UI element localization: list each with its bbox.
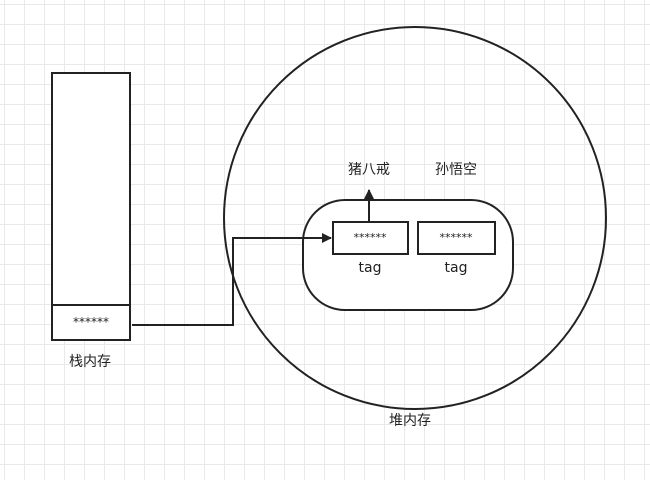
field-1-value: ******	[354, 231, 388, 244]
field-2-name: tag	[445, 260, 468, 276]
stack-cell-text: ******	[73, 315, 109, 329]
field-2-target-label: 孙悟空	[435, 162, 477, 178]
stack-memory-label: 栈内存	[69, 354, 111, 370]
stack-reference-cell	[51, 304, 131, 341]
field-1-target-label: 猪八戒	[348, 162, 390, 178]
stack-memory-box	[51, 72, 131, 341]
field-cell-1	[332, 221, 409, 255]
heap-memory-label: 堆内存	[389, 413, 431, 429]
stack-to-heap-arrow	[132, 233, 332, 326]
field-2-value: ******	[440, 231, 474, 244]
field-cell-2	[417, 221, 496, 255]
heap-memory-circle	[223, 26, 607, 410]
field-1-name: tag	[359, 260, 382, 276]
